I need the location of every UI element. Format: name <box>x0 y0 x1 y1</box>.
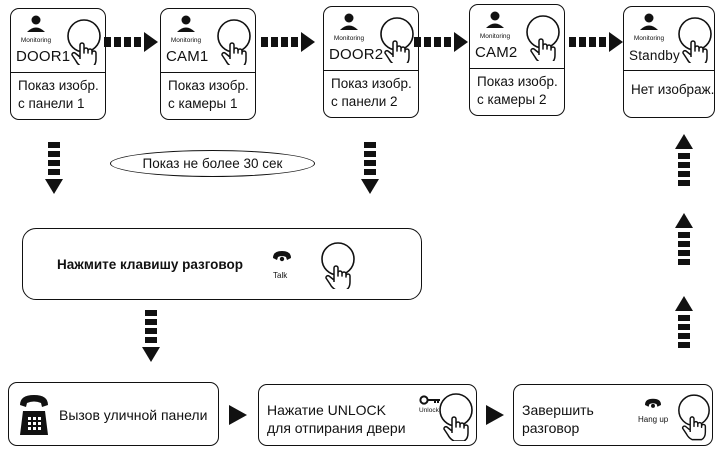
arrow-solid-1 <box>229 405 247 425</box>
press-button-hand-icon <box>321 242 355 289</box>
end-call-step: Завершить разговор Hang up <box>513 384 713 446</box>
arrow-right-3 <box>414 32 468 52</box>
arrow-down-talk <box>142 310 160 362</box>
monitoring-label: Monitoring <box>633 35 665 42</box>
screen-standby-description: Нет изображ. <box>631 82 715 97</box>
arrow-up-3 <box>675 296 693 348</box>
device-label: CAM2 <box>475 44 518 61</box>
press-button-hand-icon <box>678 394 710 441</box>
arrow-right-2 <box>261 32 315 52</box>
unlock-step-text: Нажатие UNLOCK для отпирания двери <box>267 402 406 436</box>
timeout-note-text: Показ не более 30 сек <box>142 156 283 171</box>
device-label: Standby <box>629 48 680 63</box>
talk-icon-label: Talk <box>273 271 288 280</box>
arrow-up-2 <box>675 213 693 265</box>
hang-up-icon-label: Hang up <box>638 415 669 424</box>
unlock-icon-label: Unlock <box>419 407 439 414</box>
screen-door1: Monitoring DOOR1 Показ изобр. с панели 1 <box>10 8 106 120</box>
arrow-down-middle <box>361 142 379 194</box>
monitoring-label: Monitoring <box>333 35 365 42</box>
arrow-down-left <box>45 142 63 194</box>
end-call-step-text: Завершить разговор <box>522 402 594 436</box>
person-icon <box>177 15 195 32</box>
arrow-up-1 <box>675 134 693 186</box>
person-icon <box>640 13 658 30</box>
intercom-phone-icon <box>20 395 48 435</box>
device-label: CAM1 <box>166 48 209 65</box>
screen-door2-header: Monitoring DOOR2 <box>324 7 418 71</box>
screen-cam2: Monitoring CAM2 Показ изобр. с камеры 2 <box>469 4 565 116</box>
key-icon <box>419 395 440 405</box>
talk-step: Нажмите клавишу разговор Talk <box>22 228 422 300</box>
screen-door2-description: Показ изобр. с панели 2 <box>331 76 412 109</box>
handset-icon <box>645 398 661 408</box>
call-outdoor-panel-step: Вызов уличной панели <box>8 382 219 446</box>
person-icon <box>27 15 45 32</box>
arrow-right-1 <box>104 32 158 52</box>
screen-cam1: Monitoring CAM1 Показ изобр. с камеры 1 <box>160 8 256 120</box>
monitoring-label: Monitoring <box>479 33 511 40</box>
monitoring-label: Monitoring <box>170 37 202 44</box>
screen-door1-header: Monitoring DOOR1 <box>11 9 105 73</box>
monitoring-label: Monitoring <box>20 37 52 44</box>
press-button-hand-icon <box>678 17 712 63</box>
screen-standby: Monitoring Standby Нет изображ. <box>623 6 715 118</box>
person-icon <box>340 13 358 30</box>
screen-cam2-description: Показ изобр. с камеры 2 <box>477 74 558 107</box>
press-button-hand-icon <box>526 15 560 61</box>
person-icon <box>486 11 504 28</box>
handset-icon <box>273 251 291 262</box>
press-button-hand-icon <box>67 19 101 65</box>
press-button-hand-icon <box>439 393 473 441</box>
screen-cam1-description: Показ изобр. с камеры 1 <box>168 78 249 111</box>
screen-door1-description: Показ изобр. с панели 1 <box>18 78 99 111</box>
device-label: DOOR2 <box>329 46 384 63</box>
arrow-right-4 <box>569 32 623 52</box>
unlock-step: Нажатие UNLOCK для отпирания двери Unloc… <box>258 384 477 446</box>
screen-cam1-header: Monitoring CAM1 <box>161 9 255 73</box>
device-label: DOOR1 <box>16 48 71 65</box>
screen-door2: Monitoring DOOR2 Показ изобр. с панели 2 <box>323 6 419 118</box>
screen-cam2-header: Monitoring CAM2 <box>470 5 564 69</box>
talk-step-text: Нажмите клавишу разговор <box>57 257 244 272</box>
timeout-note: Показ не более 30 сек <box>110 150 315 177</box>
press-button-hand-icon <box>380 17 414 63</box>
arrow-solid-2 <box>486 405 504 425</box>
screen-standby-header: Monitoring Standby <box>624 7 714 71</box>
press-button-hand-icon <box>217 19 251 65</box>
call-outdoor-panel-text: Вызов уличной панели <box>59 407 208 423</box>
